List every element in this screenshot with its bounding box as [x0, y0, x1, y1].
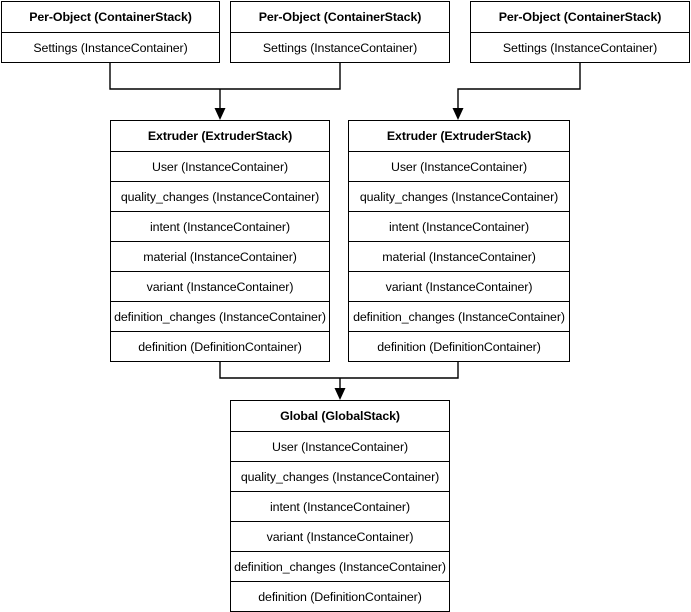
node-row-quality-changes: quality_changes (InstanceContainer) — [349, 181, 569, 211]
node-header: Extruder (ExtruderStack) — [386, 129, 532, 143]
node-row-user: User (InstanceContainer) — [349, 151, 569, 181]
node-row-definition-changes: definition_changes (InstanceContainer) — [231, 551, 449, 581]
arrowhead-extruder-1 — [214, 108, 226, 120]
node-header: Global (GlobalStack) — [280, 409, 400, 423]
arrowhead-global — [334, 388, 346, 400]
node-global[interactable]: Global (GlobalStack) User (InstanceConta… — [230, 400, 450, 612]
node-row-definition-changes: definition_changes (InstanceContainer) — [111, 301, 329, 331]
node-per-object-1[interactable]: Per-Object (ContainerStack) Settings (In… — [1, 1, 220, 63]
node-row-definition: definition (DefinitionContainer) — [349, 331, 569, 361]
node-row-quality-changes: quality_changes (InstanceContainer) — [111, 181, 329, 211]
node-row-intent: intent (InstanceContainer) — [231, 491, 449, 521]
node-row-settings: Settings (InstanceContainer) — [2, 32, 219, 62]
node-row-user: User (InstanceContainer) — [111, 151, 329, 181]
node-row-variant: variant (InstanceContainer) — [231, 521, 449, 551]
node-per-object-2[interactable]: Per-Object (ContainerStack) Settings (In… — [230, 1, 450, 63]
node-row-variant: variant (InstanceContainer) — [349, 271, 569, 301]
node-row-user: User (InstanceContainer) — [231, 431, 449, 461]
node-row-settings: Settings (InstanceContainer) — [471, 32, 689, 62]
node-header: Extruder (ExtruderStack) — [147, 129, 293, 143]
node-row-settings: Settings (InstanceContainer) — [231, 32, 449, 62]
node-row-variant: variant (InstanceContainer) — [111, 271, 329, 301]
node-row-material: material (InstanceContainer) — [111, 241, 329, 271]
node-per-object-3[interactable]: Per-Object (ContainerStack) Settings (In… — [470, 1, 690, 63]
node-row-definition: definition (DefinitionContainer) — [111, 331, 329, 361]
node-row-intent: intent (InstanceContainer) — [111, 211, 329, 241]
node-extruder-2[interactable]: Extruder (ExtruderStack) User (InstanceC… — [348, 120, 570, 362]
node-row-definition: definition (DefinitionContainer) — [231, 581, 449, 611]
node-row-intent: intent (InstanceContainer) — [349, 211, 569, 241]
edge-extruder-1-to-global — [219, 360, 459, 379]
node-header: Per-Object (ContainerStack) — [498, 10, 662, 24]
edge-per-object-1-to-extruder-1 — [109, 61, 341, 90]
node-row-material: material (InstanceContainer) — [349, 241, 569, 271]
node-extruder-1[interactable]: Extruder (ExtruderStack) User (InstanceC… — [110, 120, 330, 362]
arrowhead-extruder-2 — [452, 108, 464, 120]
node-header: Per-Object (ContainerStack) — [29, 10, 192, 24]
edge-per-object-3-to-extruder-2 — [457, 61, 581, 114]
node-row-definition-changes: definition_changes (InstanceContainer) — [349, 301, 569, 331]
node-header: Per-Object (ContainerStack) — [258, 10, 422, 24]
node-row-quality-changes: quality_changes (InstanceContainer) — [231, 461, 449, 491]
